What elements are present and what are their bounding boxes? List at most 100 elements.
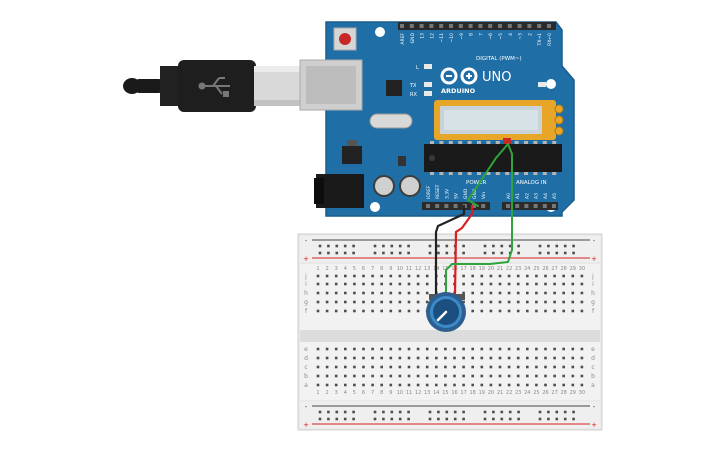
header-pin[interactable] [400, 24, 404, 28]
breadboard-hole[interactable] [398, 356, 402, 360]
rail-hole[interactable] [335, 417, 339, 421]
breadboard-hole[interactable] [535, 274, 538, 278]
breadboard-hole[interactable] [462, 291, 465, 295]
breadboard-hole[interactable] [316, 274, 320, 278]
breadboard-hole[interactable] [498, 383, 502, 387]
breadboard-hole[interactable] [580, 274, 584, 278]
breadboard-hole[interactable] [334, 282, 338, 286]
rail-hole[interactable] [398, 410, 402, 414]
breadboard-hole[interactable] [580, 309, 584, 313]
breadboard-hole[interactable] [444, 374, 447, 378]
breadboard-hole[interactable] [435, 347, 438, 351]
breadboard-hole[interactable] [389, 291, 393, 295]
breadboard-hole[interactable] [553, 274, 556, 278]
breadboard-hole[interactable] [407, 365, 411, 369]
breadboard-hole[interactable] [471, 374, 474, 378]
breadboard-hole[interactable] [453, 356, 456, 360]
breadboard-hole[interactable] [535, 347, 538, 351]
rail-hole[interactable] [382, 244, 385, 248]
breadboard-hole[interactable] [425, 300, 429, 304]
breadboard-hole[interactable] [325, 291, 329, 295]
dc-power-jack[interactable] [314, 174, 364, 208]
rail-hole[interactable] [373, 417, 377, 421]
breadboard-hole[interactable] [462, 374, 465, 378]
rail-hole[interactable] [343, 417, 347, 421]
breadboard-hole[interactable] [544, 300, 547, 304]
breadboard-hole[interactable] [544, 347, 547, 351]
breadboard-hole[interactable] [562, 356, 565, 360]
breadboard-hole[interactable] [553, 347, 556, 351]
header-pin[interactable] [478, 24, 483, 28]
breadboard-hole[interactable] [380, 374, 383, 378]
rail-hole[interactable] [428, 410, 432, 414]
header-pin[interactable] [472, 204, 476, 208]
header-pin[interactable] [449, 24, 453, 28]
breadboard-hole[interactable] [334, 356, 338, 360]
breadboard-hole[interactable] [316, 282, 320, 286]
breadboard-hole[interactable] [562, 274, 565, 278]
breadboard-hole[interactable] [416, 274, 420, 278]
analog-header[interactable] [502, 202, 558, 210]
rail-hole[interactable] [555, 410, 559, 414]
breadboard-hole[interactable] [416, 383, 420, 387]
rail-hole[interactable] [398, 417, 402, 421]
breadboard-hole[interactable] [334, 309, 338, 313]
breadboard-hole[interactable] [471, 291, 474, 295]
breadboard-hole[interactable] [580, 282, 584, 286]
header-pin[interactable] [515, 204, 520, 208]
breadboard-hole[interactable] [362, 274, 365, 278]
breadboard-hole[interactable] [425, 374, 429, 378]
breadboard-hole[interactable] [353, 356, 356, 360]
breadboard-hole[interactable] [526, 282, 529, 286]
breadboard-hole[interactable] [526, 309, 529, 313]
breadboard-hole[interactable] [398, 365, 402, 369]
breadboard-hole[interactable] [380, 365, 383, 369]
header-pin[interactable] [537, 24, 542, 28]
breadboard-hole[interactable] [562, 300, 565, 304]
header-pin[interactable] [409, 24, 414, 28]
breadboard-hole[interactable] [553, 365, 556, 369]
breadboard-hole[interactable] [425, 365, 429, 369]
header-pin[interactable] [507, 24, 512, 28]
breadboard-hole[interactable] [544, 282, 547, 286]
breadboard-hole[interactable] [389, 383, 393, 387]
breadboard-hole[interactable] [462, 365, 465, 369]
rail-hole[interactable] [462, 244, 465, 248]
rail-hole[interactable] [563, 410, 567, 414]
breadboard-hole[interactable] [371, 383, 374, 387]
header-pin[interactable] [419, 24, 424, 28]
breadboard-hole[interactable] [453, 383, 456, 387]
breadboard-hole[interactable] [498, 365, 502, 369]
breadboard-hole[interactable] [389, 309, 393, 313]
breadboard-hole[interactable] [325, 274, 329, 278]
rail-hole[interactable] [382, 410, 385, 414]
breadboard-hole[interactable] [416, 347, 420, 351]
header-pin[interactable] [506, 204, 510, 208]
breadboard-hole[interactable] [316, 383, 320, 387]
breadboard-hole[interactable] [389, 282, 393, 286]
breadboard-hole[interactable] [453, 374, 456, 378]
breadboard-hole[interactable] [380, 383, 383, 387]
breadboard-hole[interactable] [489, 374, 493, 378]
breadboard-hole[interactable] [334, 365, 338, 369]
breadboard-hole[interactable] [316, 300, 320, 304]
breadboard-hole[interactable] [407, 356, 411, 360]
breadboard-hole[interactable] [371, 282, 374, 286]
header-pin[interactable] [458, 24, 463, 28]
breadboard-hole[interactable] [444, 356, 447, 360]
rail-hole[interactable] [318, 251, 322, 255]
breadboard-hole[interactable] [344, 347, 347, 351]
breadboard-hole[interactable] [316, 365, 320, 369]
rail-hole[interactable] [335, 251, 339, 255]
rail-hole[interactable] [437, 251, 440, 255]
breadboard-hole[interactable] [498, 347, 502, 351]
breadboard-hole[interactable] [507, 282, 511, 286]
breadboard-hole[interactable] [325, 347, 329, 351]
breadboard-hole[interactable] [416, 356, 420, 360]
breadboard-hole[interactable] [334, 374, 338, 378]
rail-hole[interactable] [563, 417, 567, 421]
breadboard-hole[interactable] [407, 282, 411, 286]
rail-hole[interactable] [407, 417, 410, 421]
rail-hole[interactable] [352, 251, 355, 255]
breadboard-hole[interactable] [535, 300, 538, 304]
